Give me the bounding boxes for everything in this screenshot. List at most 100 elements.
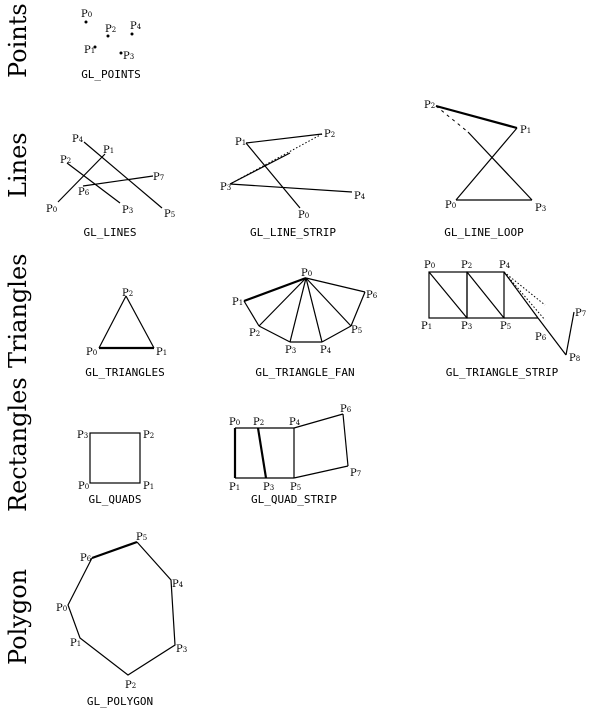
- caption-gl-triangle-fan: GL_TRIANGLE_FAN: [255, 366, 354, 379]
- polygon-edge: [67, 541, 176, 676]
- vertex-label-p5: P5: [500, 321, 511, 332]
- vertex-label-p1: P1: [143, 481, 154, 492]
- line-segment: [455, 127, 518, 201]
- row-label-rectangles: Rectangles: [4, 377, 32, 512]
- row-label-polygon: Polygon: [4, 569, 32, 665]
- triangle-edge: [98, 295, 127, 349]
- vertex-label-p2: P2: [324, 129, 335, 140]
- vertex-label-p4: P4: [72, 134, 84, 145]
- line-segment: [245, 133, 323, 144]
- line-segment: [245, 142, 301, 209]
- vertex-label-p3: P3: [263, 482, 274, 493]
- vertex-label-p0: P0: [56, 603, 67, 614]
- vertex-label-p5: P5: [351, 325, 362, 336]
- vertex-label-p6: P6: [535, 332, 547, 343]
- vertex-label-p4: P4: [172, 579, 184, 590]
- vertex-label-p3: P3: [285, 345, 296, 356]
- vertex-label-p6: P6: [366, 290, 378, 301]
- strip-edge: [537, 317, 567, 356]
- vertex-label-p2: P2: [60, 155, 71, 166]
- vertex-label-p2: P2: [122, 288, 133, 299]
- caption-gl-triangle-strip: GL_TRIANGLE_STRIP: [446, 366, 559, 379]
- vertex-dot: [130, 32, 134, 36]
- vertex-label-p1: P1: [156, 347, 167, 358]
- fan-edge: [305, 277, 352, 327]
- caption-gl-points: GL_POINTS: [81, 68, 141, 81]
- fan-edge: [243, 300, 260, 327]
- vertex-label-p7: P7: [350, 468, 361, 479]
- caption-gl-polygon: GL_POLYGON: [87, 695, 153, 708]
- vertex-label-p4: P4: [354, 191, 366, 202]
- fan-edge: [305, 277, 323, 343]
- row-label-triangles: Triangles: [4, 254, 32, 368]
- caption-gl-line-strip: GL_LINE_STRIP: [250, 226, 336, 239]
- vertex-dot: [84, 20, 88, 24]
- vertex-label-p1: P1: [103, 145, 114, 156]
- vertex-label-p2: P2: [424, 100, 435, 111]
- vertex-label-p2: P2: [461, 260, 472, 271]
- vertex-label-p3: P3: [122, 205, 133, 216]
- vertex-label-p1: P1: [229, 482, 240, 493]
- vertex-label-p2: P2: [253, 417, 264, 428]
- fan-edge: [258, 325, 291, 343]
- vertex-dot: [106, 34, 110, 38]
- vertex-label-p7: P7: [153, 172, 164, 183]
- vertex-label-p1: P1: [70, 638, 81, 649]
- vertex-label-p0: P0: [301, 268, 312, 279]
- vertex-label-p0: P0: [445, 200, 456, 211]
- vertex-label-p0: P0: [81, 9, 92, 20]
- vertex-label-p3: P3: [535, 203, 546, 214]
- vertex-label-p2: P2: [143, 430, 154, 441]
- quad-strip-edge: [293, 465, 349, 479]
- diagram-gl-points: P0 P1 P2 P3 P4 GL_POINTS: [81, 9, 142, 81]
- vertex-label-p3: P3: [220, 182, 231, 193]
- fan-edge: [350, 291, 366, 327]
- diagram-gl-triangle-fan: P0 P1 P2 P3 P4 P5 P6 GL_TRIANGLE_FAN: [232, 268, 378, 379]
- fan-edge: [305, 277, 366, 293]
- strip-edge: [503, 271, 539, 319]
- caption-gl-quad-strip: GL_QUAD_STRIP: [251, 493, 337, 506]
- fan-edge: [243, 276, 307, 303]
- line-segment: [82, 175, 154, 187]
- row-label-lines: Lines: [4, 132, 32, 198]
- strip-cell: [466, 271, 505, 319]
- fan-edge: [258, 277, 307, 327]
- vertex-label-p3: P3: [176, 644, 187, 655]
- vertex-dot: [119, 51, 123, 55]
- vertex-label-p0: P0: [86, 347, 97, 358]
- fan-edge: [289, 277, 307, 343]
- vertex-label-p6: P6: [78, 187, 90, 198]
- vertex-label-p1: P1: [84, 45, 95, 56]
- strip-edge-dotted: [503, 271, 546, 321]
- diagram-gl-quads: P0 P1 P2 P3 GL_QUADS: [77, 430, 154, 506]
- strip-edge: [565, 311, 575, 356]
- quad-strip-edge: [256, 427, 268, 479]
- vertex-label-p5: P5: [164, 209, 175, 220]
- triangle-edge: [125, 295, 155, 349]
- vertex-label-p4: P4: [130, 21, 142, 32]
- vertex-label-p6: P6: [340, 404, 352, 415]
- vertex-label-p5: P5: [136, 532, 147, 543]
- diagram-gl-lines: P0 P1 P2 P3 P4 P5 P6 P7 GL_LINES: [46, 134, 175, 239]
- vertex-label-p0: P0: [229, 417, 240, 428]
- vertex-label-p1: P1: [235, 137, 246, 148]
- strip-diagonal: [428, 271, 468, 319]
- vertex-label-p6: P6: [80, 553, 92, 564]
- vertex-label-p0: P0: [78, 481, 89, 492]
- vertex-label-p2: P2: [249, 328, 260, 339]
- row-label-points: Points: [4, 3, 32, 78]
- vertex-label-p0: P0: [46, 204, 57, 215]
- polygon-edge: [91, 540, 138, 560]
- vertex-dot: [93, 45, 97, 49]
- vertex-label-p5: P5: [290, 482, 301, 493]
- line-segment: [229, 152, 291, 185]
- vertex-label-p3: P3: [461, 321, 472, 332]
- line-segment: [435, 104, 518, 130]
- quad-strip-edge: [342, 413, 349, 467]
- vertex-label-p4: P4: [289, 417, 301, 428]
- line-segment: [83, 141, 163, 209]
- line-segment: [467, 131, 533, 201]
- vertex-label-p7: P7: [575, 308, 586, 319]
- diagram-gl-polygon: P0 P1 P2 P3 P4 P5 P6 GL_POLYGON: [56, 532, 187, 708]
- diagram-gl-quad-strip: P0 P1 P2 P3 P4 P5 P6 P7 GL_QUAD_STRIP: [229, 404, 361, 506]
